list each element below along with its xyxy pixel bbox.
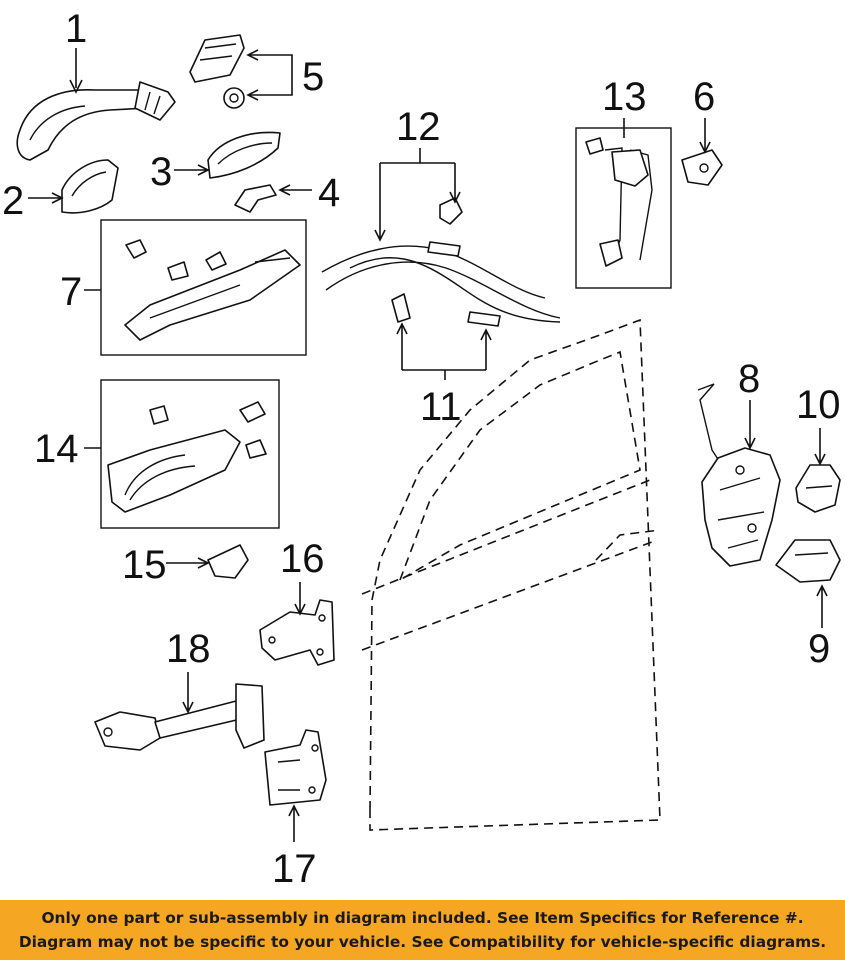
- part-2-handle-cover: [61, 159, 119, 214]
- callout-18: 18: [166, 627, 211, 671]
- disclaimer-banner: Only one part or sub-assembly in diagram…: [0, 900, 845, 960]
- part-8-lock-actuator: [697, 383, 781, 567]
- callout-14: 14: [34, 427, 79, 471]
- disclaimer-line-1: Only one part or sub-assembly in diagram…: [41, 909, 804, 927]
- door-outline: [361, 318, 661, 831]
- callout-5: 5: [302, 55, 324, 99]
- part-3-outer-cover: [207, 131, 281, 179]
- leader-4: [278, 184, 312, 196]
- parts-diagram: 1 2 5 3 4 7: [2, 7, 841, 891]
- callout-10: 10: [796, 383, 841, 427]
- callout-8: 8: [738, 357, 760, 401]
- part-14-inner-handle: [107, 401, 267, 513]
- callout-3: 3: [150, 150, 172, 194]
- leader-17: [288, 804, 300, 842]
- part-4-bracket: [234, 184, 277, 213]
- part-5-handle-cap: [189, 34, 245, 109]
- part-7-handle-frame: [124, 239, 301, 341]
- part-10-striker: [795, 464, 841, 513]
- callout-2: 2: [2, 179, 24, 223]
- part-17-lower-hinge: [264, 729, 327, 806]
- part-13-lock-rods: [585, 137, 653, 267]
- leader-5: [246, 49, 293, 101]
- leader-3: [174, 164, 210, 176]
- callout-1: 1: [65, 7, 87, 51]
- leader-16: [294, 582, 306, 616]
- leader-11: [396, 322, 492, 380]
- part-1-outside-handle: [16, 81, 176, 161]
- part-9-connector: [775, 539, 841, 583]
- callout-13: 13: [602, 75, 647, 119]
- part-6-clip: [681, 149, 723, 186]
- leader-6: [699, 118, 711, 154]
- callout-6: 6: [693, 75, 715, 119]
- leader-12: [374, 148, 461, 242]
- callout-12: 12: [396, 105, 441, 149]
- callout-11: 11: [420, 385, 462, 429]
- part-7-box: [100, 219, 307, 356]
- leader-1: [69, 48, 83, 94]
- leader-15: [166, 557, 210, 569]
- leader-18: [182, 672, 194, 714]
- callout-7: 7: [60, 270, 82, 314]
- callout-4: 4: [318, 171, 340, 215]
- callout-17: 17: [272, 847, 317, 891]
- leader-2: [28, 192, 64, 204]
- callout-16: 16: [280, 537, 325, 581]
- part-16-upper-hinge: [259, 599, 335, 666]
- part-15-cover: [207, 544, 249, 579]
- leader-10: [814, 428, 826, 466]
- part-14-box: [100, 379, 280, 529]
- leader-8: [744, 400, 756, 450]
- part-18-door-check: [94, 683, 265, 751]
- part-12-11-cables: [321, 197, 561, 327]
- leader-9: [816, 584, 828, 628]
- callout-15: 15: [122, 543, 167, 587]
- disclaimer-line-2: Diagram may not be specific to your vehi…: [18, 933, 827, 951]
- callout-9: 9: [808, 627, 830, 671]
